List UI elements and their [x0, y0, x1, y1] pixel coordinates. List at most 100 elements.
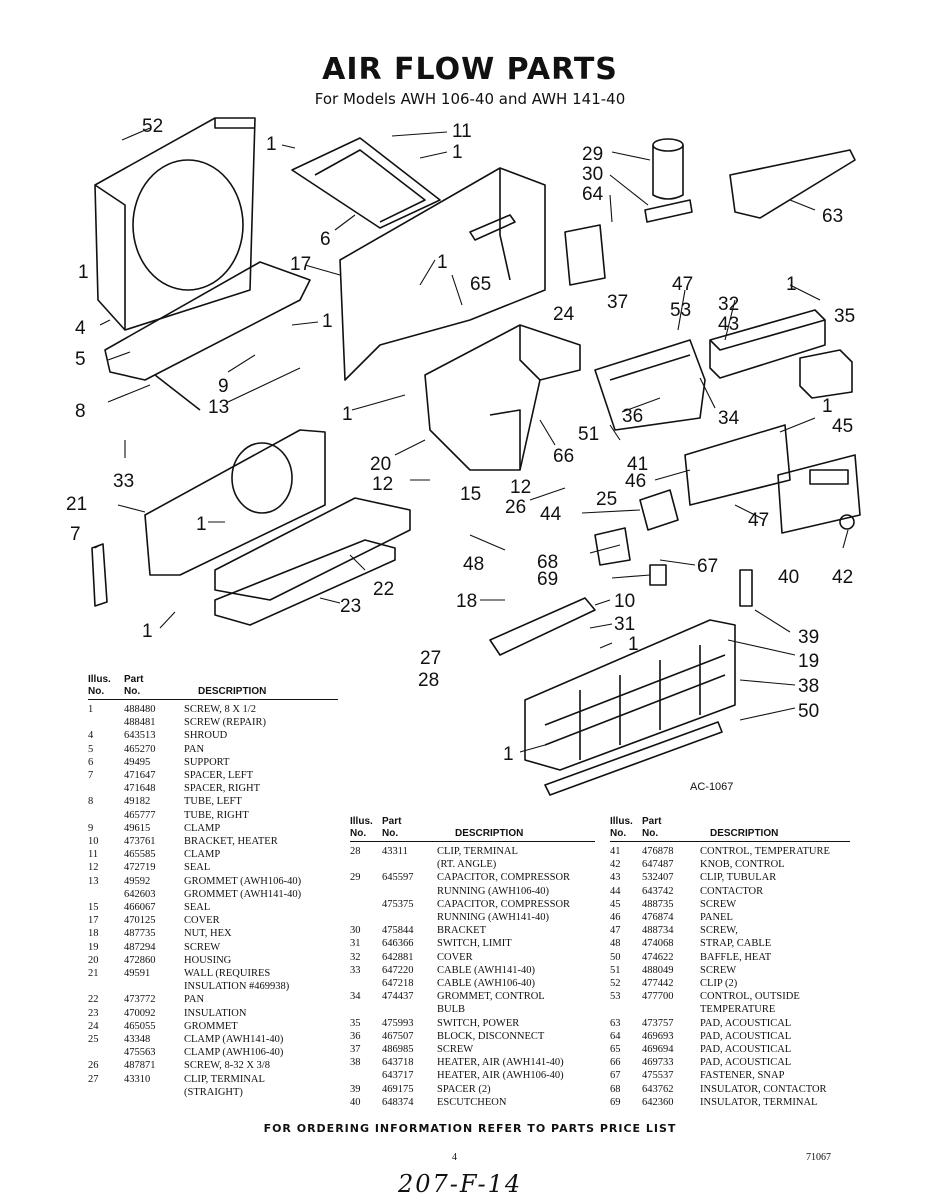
callout: 7: [70, 524, 81, 545]
part-number: 465777: [124, 809, 156, 821]
callout: 13: [208, 397, 229, 418]
illus-number: 31: [350, 938, 361, 950]
part-number: 643762: [642, 1083, 674, 1095]
pan-22-drawing: [214, 497, 411, 626]
illus-number: 6: [88, 756, 94, 768]
callout: 1: [452, 142, 463, 163]
part-number: 475993: [382, 1017, 414, 1029]
illus-number: 21: [88, 968, 99, 980]
illus-number: 35: [350, 1017, 361, 1029]
part-number: 472719: [124, 862, 156, 874]
table-header: Illus.Part No.No.DESCRIPTION: [610, 816, 850, 840]
illus-number: 67: [610, 1070, 621, 1082]
callout: 22: [373, 579, 394, 600]
illus-number: 28: [350, 846, 361, 857]
callout: 18: [456, 591, 477, 612]
header-rule: [350, 841, 595, 842]
part-description: SCREW: [184, 941, 221, 953]
handwritten-note: 207-F-14: [398, 1170, 523, 1198]
spacer-drawing: [739, 569, 753, 607]
header-illus-no: No.: [350, 828, 367, 839]
part-description: CLIP, TERMINAL: [437, 846, 518, 857]
part-description: CONTROL, OUTSIDE: [700, 991, 800, 1003]
pan-drawing: [104, 261, 311, 381]
part-number: 488481: [124, 717, 156, 729]
part-number: 49592: [124, 875, 151, 887]
part-number: 470092: [124, 1007, 156, 1019]
leader-lines: [94, 127, 849, 753]
header-illus: Illus.: [88, 674, 111, 685]
illus-number: 48: [610, 938, 621, 950]
callout: 37: [607, 292, 628, 313]
part-description: RUNNING (AWH141-40): [437, 912, 550, 924]
part-number: 642360: [642, 1096, 674, 1108]
illus-number: 53: [610, 991, 621, 1003]
part-description: PAD, ACOUSTICAL: [700, 1044, 792, 1056]
illus-number: 44: [610, 885, 621, 897]
callout: 8: [75, 401, 86, 422]
illus-number: 15: [88, 902, 99, 914]
callout: 12: [510, 477, 531, 498]
part-number: 642603: [124, 888, 156, 900]
escutcheon-drawing: [777, 454, 861, 534]
part-description: INSULATION #469938): [184, 981, 290, 993]
callout: 1: [342, 404, 353, 425]
part-number: [382, 885, 437, 898]
part-description: PAD, ACOUSTICAL: [700, 1017, 792, 1029]
table-row: INSULATION #469938): [88, 980, 338, 993]
callout: 10: [614, 591, 635, 612]
callout: 53: [670, 300, 691, 321]
callout: 33: [113, 471, 134, 492]
table-header: Illus.Part No.No.DESCRIPTION: [350, 816, 595, 840]
header-illus: Illus.: [350, 816, 373, 827]
callout: 24: [553, 304, 575, 325]
callout: 67: [697, 556, 718, 577]
part-number: 473761: [124, 836, 156, 848]
callout: 20: [370, 454, 391, 475]
part-description: COVER: [437, 951, 473, 963]
page-number: 4: [452, 1152, 457, 1163]
callout: 12: [372, 474, 393, 495]
part-number: 467507: [382, 1030, 414, 1042]
part-description: RUNNING (AWH106-40): [437, 885, 550, 897]
callout: 47: [672, 274, 693, 295]
part-description: TEMPERATURE: [700, 1004, 776, 1016]
part-description: GROMMET (AWH106-40): [184, 875, 302, 887]
part-description: CLAMP (AWH141-40): [184, 1034, 284, 1046]
illus-number: 27: [88, 1073, 99, 1085]
callout: 44: [540, 504, 562, 525]
illus-number: 41: [610, 846, 621, 857]
housing-drawing: [424, 324, 581, 471]
ordering-note: FOR ORDERING INFORMATION REFER TO PARTS …: [263, 1122, 677, 1135]
part-description: CLAMP: [184, 822, 221, 834]
table-row: (RT. ANGLE): [350, 858, 595, 871]
capacitor-drawing: [644, 138, 693, 223]
part-number: 471648: [124, 783, 156, 795]
callout: 66: [553, 446, 574, 467]
header-illus-no: No.: [88, 686, 105, 697]
part-number: 465055: [124, 1020, 156, 1032]
header-rule: [610, 841, 850, 842]
table-row: TEMPERATURE: [610, 1003, 850, 1016]
illus-number: [88, 716, 124, 729]
